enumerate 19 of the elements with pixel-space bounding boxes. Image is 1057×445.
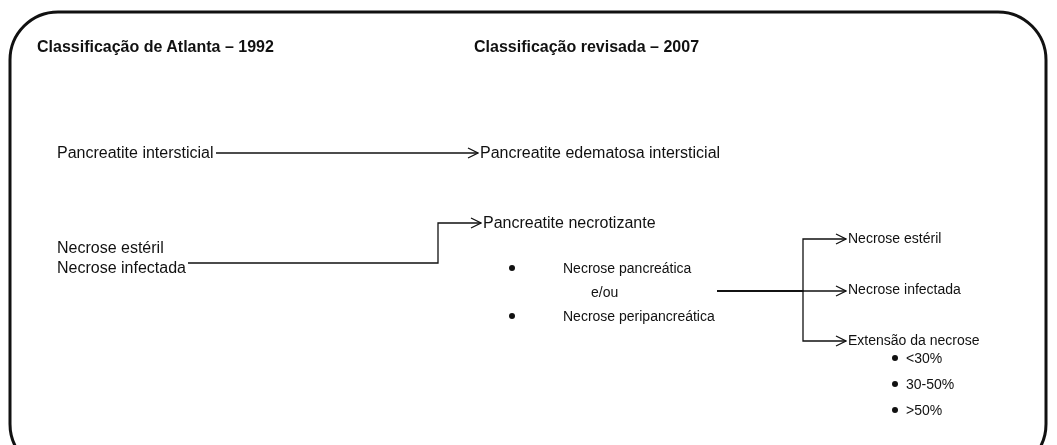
list-item: 30-50% — [906, 375, 955, 393]
node-text: Pancreatite intersticial — [57, 143, 214, 163]
node-text: Necrose estéril — [57, 238, 164, 258]
node-text: Necrose estéril — [848, 229, 942, 247]
column-heading: Classificação de Atlanta – 1992 — [37, 38, 274, 56]
node-text: e/ou — [591, 283, 619, 301]
node-text: Necrose infectada — [57, 258, 186, 278]
arrow — [215, 147, 479, 159]
arrow — [716, 290, 847, 347]
arrow — [187, 217, 482, 264]
node-text: Extensão da necrose — [848, 331, 980, 349]
list-item: <30% — [906, 349, 943, 367]
node-text: Pancreatite necrotizante — [483, 213, 656, 233]
list-item: >50% — [906, 401, 943, 419]
column-heading: Classificação revisada – 2007 — [474, 38, 700, 56]
list-item: Necrose peripancreática — [563, 307, 715, 325]
node-text: Pancreatite edematosa intersticial — [480, 143, 721, 163]
list-item: Necrose pancreática — [563, 259, 692, 277]
node-text: Necrose infectada — [848, 280, 961, 298]
